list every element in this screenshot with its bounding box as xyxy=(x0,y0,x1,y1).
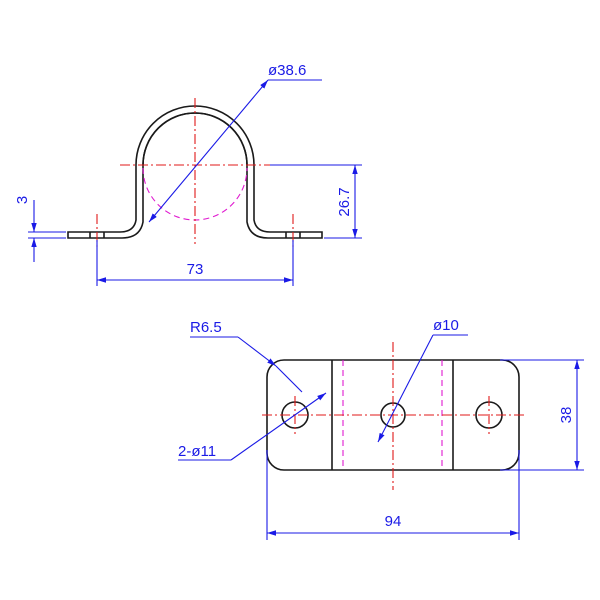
side-holes-leader-line xyxy=(230,392,327,461)
side-holes-label: 2-ø11 xyxy=(178,443,216,460)
length-label: 94 xyxy=(385,513,402,530)
radius-label: R6.5 xyxy=(190,319,222,336)
top-view: R6.5 ø10 2-ø11 38 94 xyxy=(178,317,584,540)
center-hole-leader-line xyxy=(377,334,434,443)
height-label: 26.7 xyxy=(336,187,353,216)
radius-leader-extension xyxy=(275,365,303,393)
spacing-label: 73 xyxy=(187,261,204,278)
center-hole-label: ø10 xyxy=(433,317,459,334)
front-view: ø38.6 3 26.7 73 xyxy=(14,62,362,286)
thickness-label: 3 xyxy=(14,196,31,204)
diameter-label: ø38.6 xyxy=(268,62,306,79)
width-label: 38 xyxy=(558,407,575,424)
diameter-leader-line xyxy=(148,79,269,223)
radius-leader-line xyxy=(237,336,277,367)
